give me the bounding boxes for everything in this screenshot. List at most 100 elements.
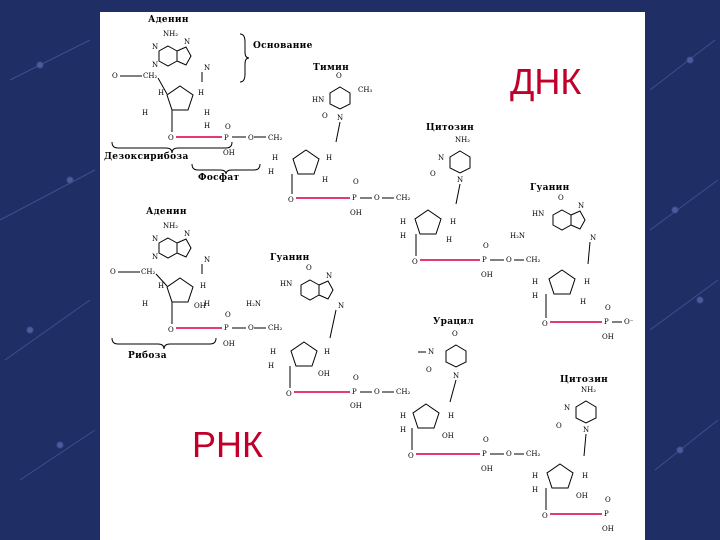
svg-text:O: O — [605, 304, 611, 312]
svg-text:O: O — [168, 134, 174, 142]
svg-text:H: H — [198, 89, 204, 97]
svg-text:O: O — [452, 330, 458, 338]
svg-text:H: H — [400, 218, 406, 226]
svg-text:P: P — [352, 194, 357, 202]
svg-text:P: P — [224, 324, 229, 332]
rna-ribose-label: Рибоза — [128, 350, 167, 361]
svg-text:OH: OH — [350, 209, 362, 217]
svg-text:N: N — [326, 272, 332, 280]
phosphate-bracket — [191, 163, 261, 175]
dna-deoxyribose-label: Дезоксирибоза — [104, 151, 189, 162]
svg-text:OH: OH — [318, 370, 330, 378]
svg-text:N: N — [590, 234, 596, 242]
svg-text:OH: OH — [194, 302, 206, 310]
svg-text:H: H — [322, 176, 328, 184]
svg-text:H: H — [270, 348, 276, 356]
svg-text:N: N — [428, 348, 434, 356]
dna-cytosine-label: Цитозин — [426, 123, 474, 133]
svg-text:O: O — [558, 194, 564, 202]
svg-text:H: H — [400, 232, 406, 240]
svg-text:H: H — [446, 236, 452, 244]
svg-text:P: P — [604, 318, 609, 326]
svg-text:OH: OH — [602, 525, 614, 533]
svg-text:O: O — [168, 326, 174, 334]
svg-text:H: H — [532, 292, 538, 300]
svg-text:O: O — [286, 390, 292, 398]
svg-text:O: O — [306, 264, 312, 272]
svg-text:OH: OH — [350, 402, 362, 410]
svg-text:H: H — [584, 278, 590, 286]
svg-text:H: H — [204, 122, 210, 130]
svg-text:N: N — [338, 302, 344, 310]
svg-text:H: H — [324, 348, 330, 356]
svg-text:CH₃: CH₃ — [358, 86, 372, 94]
rna-guanine-label: Гуанин — [270, 253, 310, 263]
svg-text:N: N — [184, 38, 190, 46]
svg-text:NH₂: NH₂ — [455, 136, 470, 144]
svg-text:O: O — [426, 366, 432, 374]
svg-text:H: H — [448, 412, 454, 420]
svg-text:O: O — [430, 170, 436, 178]
rna-title: РНК — [192, 424, 263, 465]
svg-text:HN: HN — [532, 210, 544, 218]
svg-text:CH₂: CH₂ — [268, 134, 282, 142]
svg-text:N: N — [204, 256, 210, 264]
svg-text:O: O — [225, 123, 231, 131]
svg-text:H: H — [204, 300, 210, 308]
svg-text:H: H — [200, 282, 206, 290]
svg-text:CH₂: CH₂ — [141, 268, 155, 276]
svg-text:N: N — [578, 202, 584, 210]
svg-text:N: N — [204, 64, 210, 72]
svg-text:O: O — [374, 388, 380, 396]
svg-text:H: H — [326, 154, 332, 162]
svg-text:H: H — [158, 282, 164, 290]
svg-text:H: H — [400, 426, 406, 434]
svg-text:O: O — [506, 256, 512, 264]
svg-text:N: N — [152, 253, 158, 261]
svg-text:O: O — [225, 311, 231, 319]
svg-text:N: N — [457, 176, 463, 184]
svg-text:CH₂: CH₂ — [396, 194, 410, 202]
svg-text:P: P — [352, 388, 357, 396]
svg-text:H: H — [158, 89, 164, 97]
deoxyribose-bracket — [111, 141, 233, 154]
svg-text:CH₂: CH₂ — [396, 388, 410, 396]
svg-text:H₂N: H₂N — [510, 232, 525, 240]
svg-text:H: H — [204, 109, 210, 117]
svg-text:H: H — [268, 362, 274, 370]
dna-title: ДНК — [510, 61, 581, 102]
svg-text:H: H — [400, 412, 406, 420]
svg-text:N: N — [583, 426, 589, 434]
svg-text:O: O — [110, 268, 116, 276]
svg-text:O: O — [412, 258, 418, 266]
svg-text:O: O — [483, 242, 489, 250]
dna-guanine-label: Гуанин — [530, 183, 570, 193]
svg-text:N: N — [152, 235, 158, 243]
svg-text:OH: OH — [442, 432, 454, 440]
ribose-bracket — [111, 337, 217, 350]
svg-text:N: N — [184, 230, 190, 238]
dna-base-label: Основание — [253, 41, 313, 51]
svg-text:NH₂: NH₂ — [581, 386, 596, 394]
svg-text:CH₂: CH₂ — [268, 324, 282, 332]
dna-phosphate-label: Фосфат — [198, 173, 239, 183]
svg-text:O: O — [556, 422, 562, 430]
svg-text:H: H — [450, 218, 456, 226]
svg-text:N: N — [453, 372, 459, 380]
svg-text:N: N — [564, 404, 570, 412]
svg-text:O: O — [353, 374, 359, 382]
svg-text:HN: HN — [312, 96, 324, 104]
diagram-panel: ДНК РНК Аденин Основание Тимин Цитозин Г… — [100, 12, 645, 540]
svg-text:O: O — [374, 194, 380, 202]
svg-text:N: N — [152, 43, 158, 51]
svg-text:H: H — [582, 472, 588, 480]
